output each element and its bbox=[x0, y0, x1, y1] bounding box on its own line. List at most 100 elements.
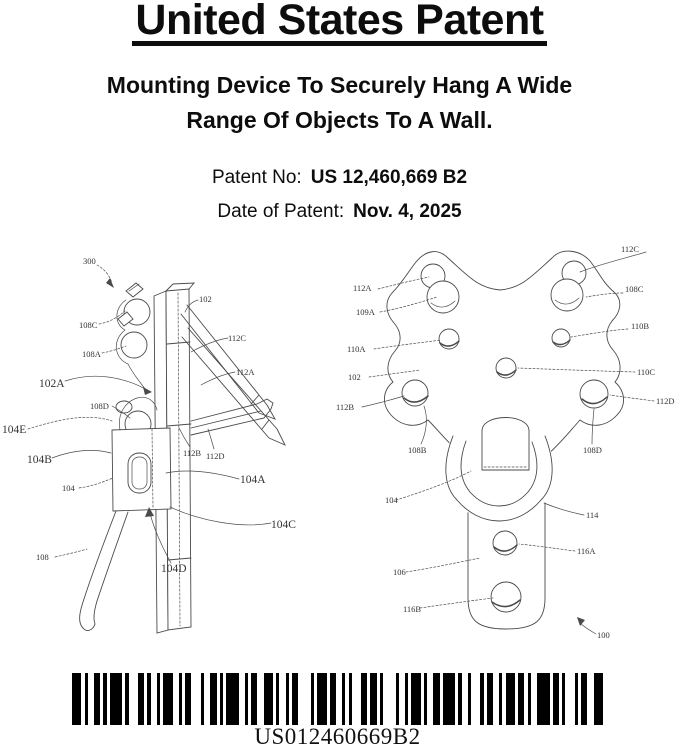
barcode-bar bbox=[574, 673, 578, 725]
barcode-bar bbox=[163, 673, 173, 725]
barcode-text: US012460669B2 bbox=[254, 724, 421, 749]
barcode-bar bbox=[251, 673, 258, 725]
barcode-bar bbox=[486, 673, 494, 725]
barcode-bar bbox=[317, 673, 327, 725]
ref-label: 108A bbox=[82, 349, 102, 359]
figure-left-side-view: 300 102 108C 108A 102A 108D 104E 104B 10… bbox=[2, 256, 296, 634]
ref-label: 112C bbox=[621, 244, 639, 254]
barcode-bar bbox=[423, 673, 428, 725]
peg-112A bbox=[181, 327, 286, 446]
barcode-bar bbox=[329, 673, 336, 725]
figure-right-front-view: 112C 112A 108C 109A 110B 110A 102 110C 1… bbox=[336, 244, 675, 640]
rod-112B-112D bbox=[190, 398, 274, 436]
knob-108A bbox=[120, 331, 148, 359]
ref-label: 112B bbox=[336, 402, 354, 412]
ref-label: 112D bbox=[656, 396, 675, 406]
ref-label: 104 bbox=[385, 495, 399, 505]
barcode-bar bbox=[593, 673, 603, 725]
ref-label: 102 bbox=[199, 294, 212, 304]
knob-108C bbox=[550, 278, 584, 312]
header: United States Patent bbox=[0, 0, 679, 46]
barcode-bar bbox=[518, 673, 525, 725]
peg-112C bbox=[180, 304, 277, 420]
ref-label: 104C bbox=[271, 519, 296, 531]
barcode-bar bbox=[499, 673, 503, 725]
barcode-bar bbox=[185, 673, 192, 725]
barcode-bar bbox=[310, 673, 314, 725]
bracket-arm bbox=[119, 396, 158, 431]
ref-label: 104A bbox=[240, 474, 266, 486]
barcode-bar bbox=[405, 673, 409, 725]
ref-label: 110C bbox=[637, 367, 655, 377]
tongue-104 bbox=[481, 417, 530, 471]
ref-label: 114 bbox=[586, 510, 599, 520]
bracket-slot bbox=[127, 452, 152, 494]
bracket-slot-inner bbox=[131, 456, 148, 490]
ref-label: 109A bbox=[356, 307, 376, 317]
ref-label: 110B bbox=[631, 321, 649, 331]
ref-label: 112C bbox=[228, 333, 246, 343]
patent-meta: Patent No: US 12,460,669 B2 Date of Paten… bbox=[0, 161, 679, 229]
strap-106 bbox=[467, 502, 546, 630]
barcode-bar bbox=[442, 673, 456, 725]
patent-date-line: Date of Patent: Nov. 4, 2025 bbox=[0, 195, 679, 229]
barcode-bar bbox=[379, 673, 384, 725]
ref-label: 108C bbox=[625, 284, 644, 294]
ref-label: 112A bbox=[353, 283, 372, 293]
hook-114-outer bbox=[445, 435, 553, 522]
barcode-bar bbox=[348, 673, 352, 725]
patent-number-label: Patent No: bbox=[211, 167, 302, 188]
knob-109A bbox=[426, 280, 460, 314]
barcode-bar bbox=[84, 673, 88, 725]
patent-figures: 300 102 108C 108A 102A 108D 104E 104B 10… bbox=[2, 244, 675, 640]
ref-label: 110A bbox=[347, 344, 366, 354]
knob-blob-outline bbox=[116, 299, 147, 391]
barcode bbox=[72, 673, 603, 725]
ref-label: 108B bbox=[408, 445, 427, 455]
barcode-bar bbox=[93, 673, 101, 725]
barcode-bar bbox=[395, 673, 399, 725]
ref-label: 108D bbox=[90, 401, 109, 411]
patent-number-value: US 12,460,669 B2 bbox=[310, 167, 468, 188]
invention-title-line1: Mounting Device To Securely Hang A Wide bbox=[106, 72, 573, 98]
barcode-bar bbox=[276, 673, 280, 725]
ref-label: 102 bbox=[348, 372, 361, 382]
ref-label: 108D bbox=[583, 445, 602, 455]
barcode-bar bbox=[467, 673, 471, 725]
barcode-bar bbox=[137, 673, 145, 725]
ref-label: 106 bbox=[393, 567, 406, 577]
tab-upper bbox=[125, 282, 144, 298]
ref-label: 116B bbox=[403, 604, 421, 614]
barcode-bar bbox=[342, 673, 346, 725]
ref-label: 102A bbox=[39, 378, 65, 390]
hook-leg-108-inner bbox=[93, 511, 129, 625]
barcode-bar bbox=[263, 673, 274, 725]
ref-label: 108 bbox=[36, 552, 49, 562]
ref-label: 112A bbox=[236, 367, 255, 377]
knob-108D-small bbox=[115, 400, 133, 414]
ref-label: 300 bbox=[83, 256, 96, 266]
barcode-bar bbox=[505, 673, 516, 725]
barcode-bar bbox=[72, 673, 82, 725]
barcode-bar bbox=[103, 673, 107, 725]
barcode-bar bbox=[147, 673, 151, 725]
ref-label: 112D bbox=[206, 451, 225, 461]
tab-lower bbox=[117, 311, 134, 327]
barcode-bar bbox=[219, 673, 223, 725]
invention-title-line2: Range Of Objects To A Wall. bbox=[186, 107, 493, 133]
patent-date-value: Nov. 4, 2025 bbox=[353, 201, 462, 222]
ref-label: 104 bbox=[62, 483, 76, 493]
barcode-bar bbox=[225, 673, 239, 725]
ref-label: 116A bbox=[577, 546, 596, 556]
rail-front-face bbox=[165, 288, 192, 631]
barcode-bar bbox=[109, 673, 123, 725]
patent-date-label: Date of Patent: bbox=[217, 201, 345, 222]
barcode-bar bbox=[361, 673, 368, 725]
ref-label: 100 bbox=[597, 630, 610, 640]
barcode-bar bbox=[244, 673, 248, 725]
ref-label: 104B bbox=[27, 454, 52, 466]
rail-center-line bbox=[177, 292, 181, 627]
barcode-bar bbox=[178, 673, 182, 725]
barcode-bar bbox=[581, 673, 588, 725]
barcode-bar bbox=[458, 673, 462, 725]
